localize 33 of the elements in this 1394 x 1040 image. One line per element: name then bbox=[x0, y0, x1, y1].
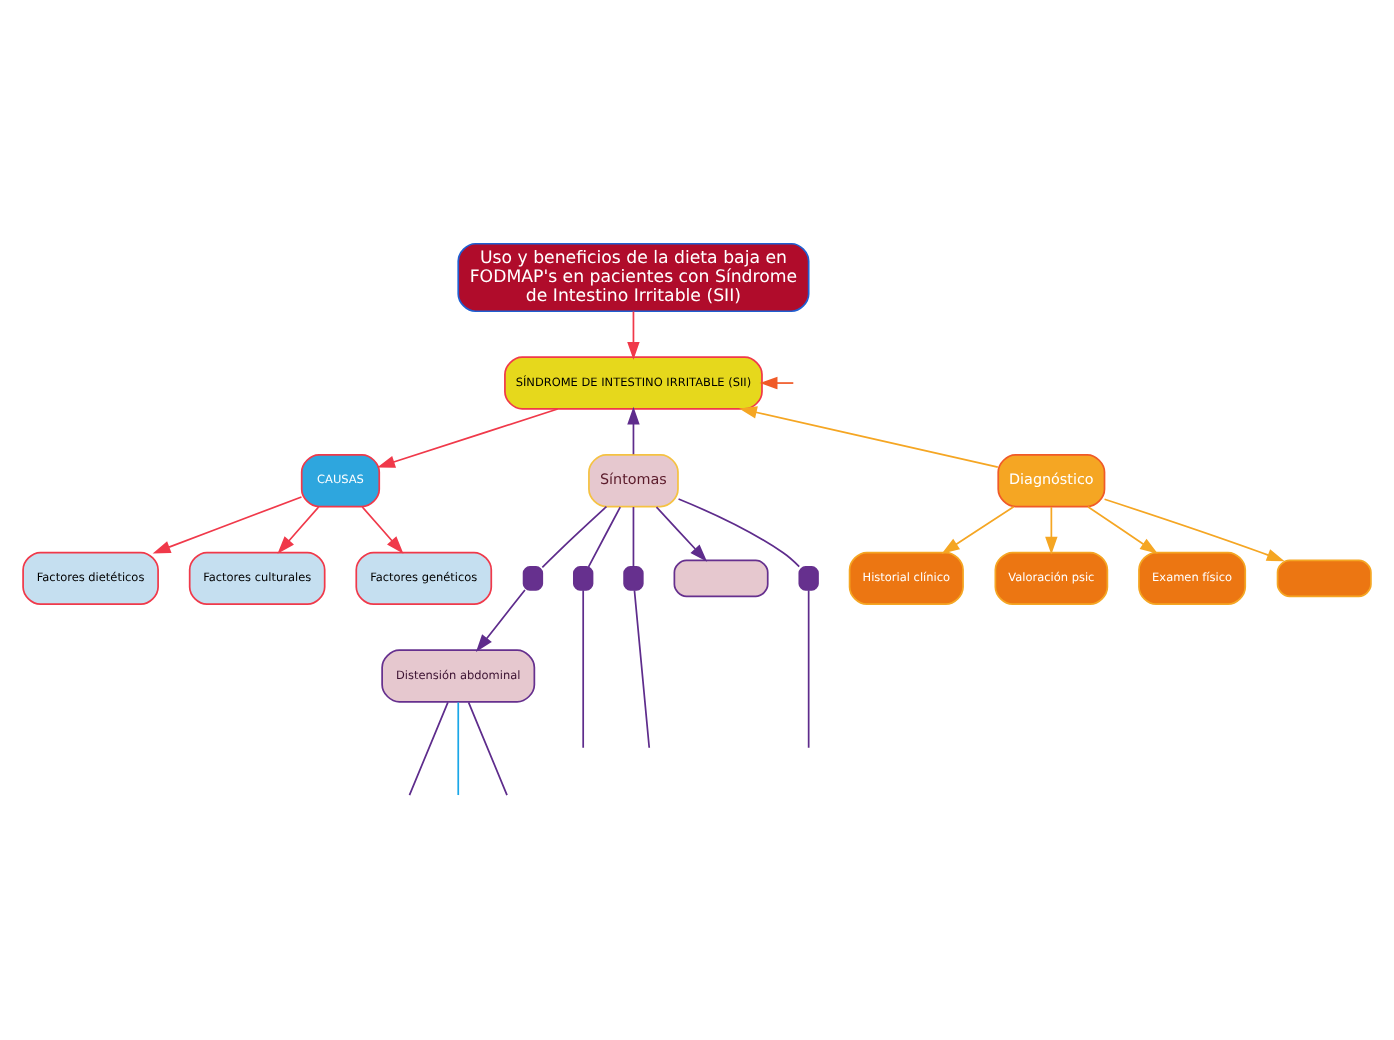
node-box bbox=[1276, 559, 1372, 598]
node-box: Uso y beneficios de la dieta baja en FODMAP's en pacientes con Síndrome de Intestino Irritable (SII) bbox=[457, 242, 810, 313]
connector bbox=[467, 701, 508, 796]
connector bbox=[457, 701, 460, 796]
arrow bbox=[627, 310, 640, 360]
arrow bbox=[377, 408, 559, 468]
connector bbox=[633, 589, 651, 749]
node-box: Diagnóstico bbox=[997, 454, 1106, 508]
connector bbox=[582, 589, 585, 749]
arrow bbox=[655, 506, 708, 562]
node-box: Síntomas bbox=[588, 454, 679, 508]
arrow bbox=[739, 406, 999, 468]
connector bbox=[677, 498, 801, 568]
connector bbox=[807, 589, 810, 749]
connector bbox=[408, 701, 449, 796]
node-box bbox=[623, 566, 644, 591]
node-box bbox=[798, 566, 819, 591]
node-box bbox=[522, 566, 544, 591]
arrow bbox=[475, 589, 526, 653]
arrow bbox=[1087, 505, 1158, 554]
arrow bbox=[277, 506, 320, 554]
arrow bbox=[1103, 498, 1285, 562]
arrow bbox=[941, 505, 1015, 554]
node-box bbox=[573, 566, 594, 591]
connector bbox=[632, 506, 635, 568]
arrow bbox=[152, 496, 303, 554]
arrow bbox=[361, 506, 404, 554]
connector bbox=[587, 506, 622, 568]
arrow bbox=[627, 406, 640, 456]
arrow bbox=[759, 376, 795, 390]
arrow bbox=[1045, 506, 1058, 555]
node-box bbox=[673, 559, 769, 598]
connector bbox=[541, 505, 608, 569]
